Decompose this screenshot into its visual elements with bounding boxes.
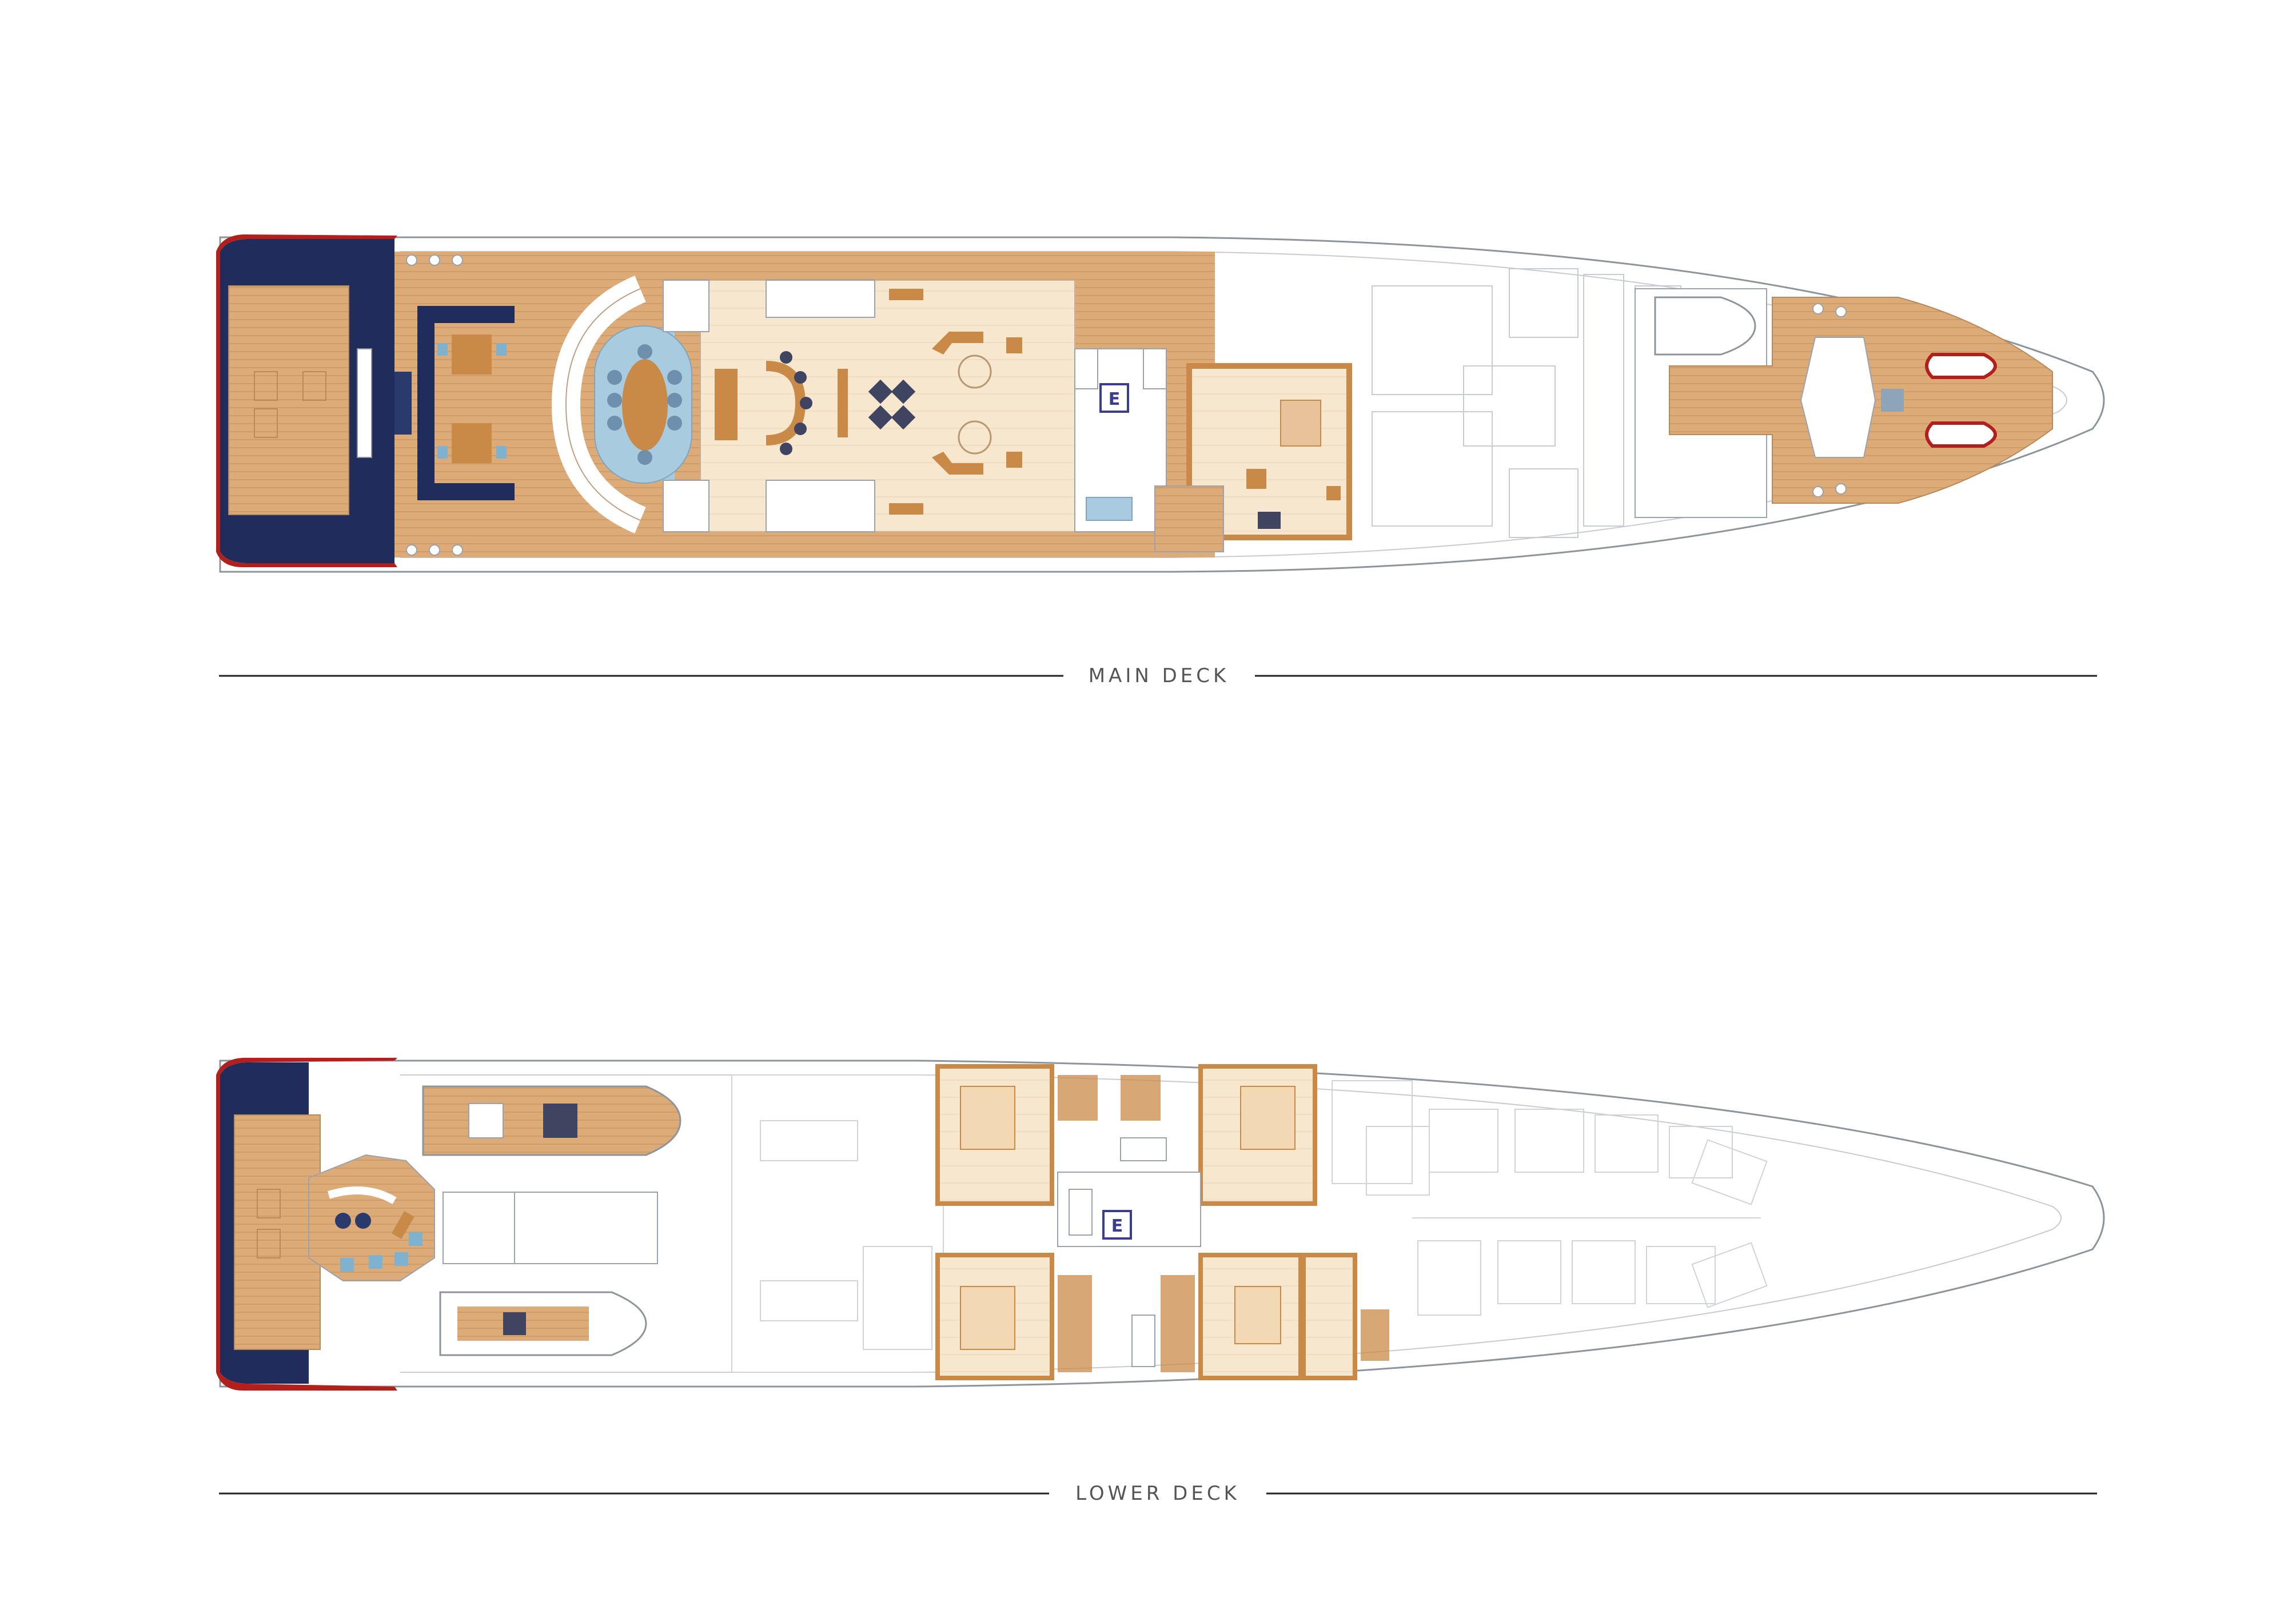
main-deck-aft-sofa	[417, 306, 515, 500]
main-deck-lounge-sofa-1	[932, 332, 983, 355]
main-deck-elevator	[1099, 383, 1129, 413]
main-deck-lounge-sofa-2	[932, 452, 983, 475]
main-deck-title: MAIN DECK	[1073, 664, 1245, 687]
main-deck-plan: E	[216, 234, 2105, 573]
main-deck-jetski-1	[1925, 353, 1997, 379]
lower-deck-engine-room	[731, 1074, 944, 1373]
main-deck-anchor-station	[1800, 337, 1876, 458]
main-deck-dining-table	[622, 359, 668, 451]
lower-deck-title: LOWER DECK	[1061, 1482, 1255, 1505]
main-deck-office	[1154, 485, 1224, 552]
main-deck-u-sofa	[715, 369, 738, 440]
lower-deck-swim-platform	[234, 1114, 321, 1350]
main-deck-game-tables	[868, 379, 916, 430]
main-deck-jetski-2	[1925, 421, 1997, 448]
lower-deck-beach-club	[308, 1154, 435, 1281]
lower-deck-crew-cabins	[1332, 1080, 1768, 1316]
main-deck-elevator-label: E	[1109, 389, 1121, 409]
main-deck-swim-platform	[228, 285, 349, 515]
main-deck-aft-table-2	[452, 423, 492, 463]
lower-deck-cabin-5	[1301, 1253, 1357, 1380]
main-deck-aft-table-1	[452, 334, 492, 375]
lower-deck-elevator	[1102, 1210, 1132, 1240]
lower-deck-plan: E	[216, 1058, 2105, 1391]
lower-deck-guest-cabins	[935, 1064, 1389, 1380]
lower-deck-spa	[443, 1192, 515, 1264]
main-deck-tender	[1654, 296, 1756, 356]
main-deck-saloon	[700, 280, 1075, 532]
lower-deck-elevator-label: E	[1111, 1216, 1123, 1236]
